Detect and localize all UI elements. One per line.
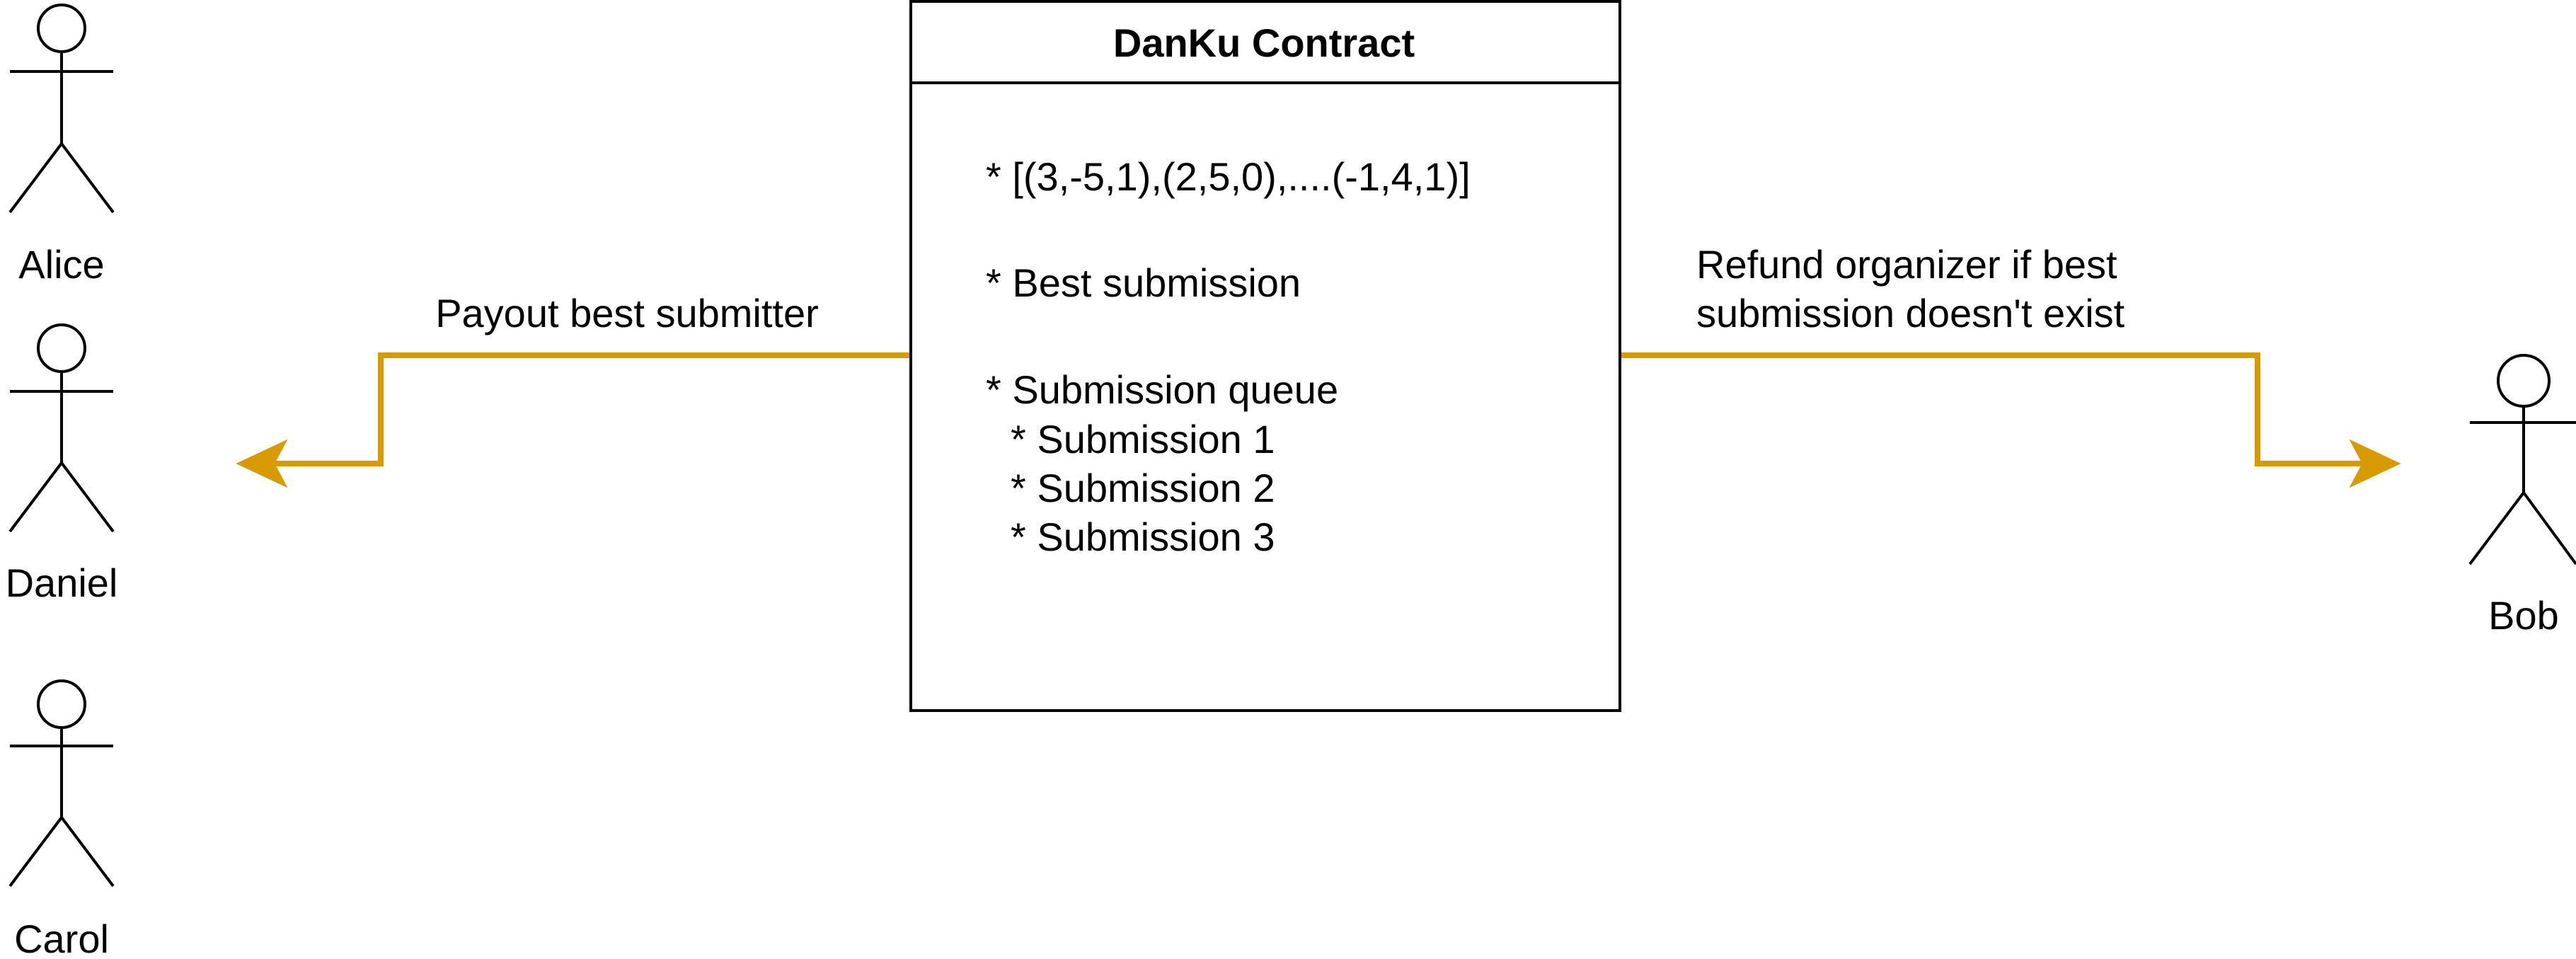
stick-figure-icon	[8, 4, 115, 214]
contract-field-values: * [(3,-5,1),(2,5,0),....(-1,4,1)]	[986, 154, 1471, 199]
contract-box-frame	[909, 0, 1621, 712]
arrow-left-icon	[236, 439, 288, 488]
actor-label-carol: Carol	[14, 917, 109, 959]
arrow-right-icon	[2349, 439, 2401, 488]
actor-daniel: Daniel	[6, 323, 118, 605]
actor-alice: Alice	[8, 4, 115, 287]
contract-field-best-submission: * Best submission	[986, 260, 1301, 305]
contract-queue-item-3: * Submission 3	[1011, 515, 1275, 559]
stick-figure-icon	[2468, 354, 2576, 565]
actor-carol: Carol	[8, 679, 115, 959]
actor-label-alice: Alice	[18, 242, 104, 287]
contract-field-submission-queue: * Submission queue	[986, 367, 1338, 412]
refund-label: Refund organizer if best submission does…	[1696, 242, 2128, 335]
refund-line	[1620, 352, 2365, 466]
actor-label-daniel: Daniel	[6, 561, 118, 605]
refund-connector: Refund organizer if best submission does…	[1620, 242, 2401, 488]
contract-box: DanKu Contract * [(3,-5,1),(2,5,0),....(…	[909, 0, 1621, 712]
stick-figure-icon	[8, 679, 115, 888]
contract-queue-item-2: * Submission 2	[1011, 466, 1275, 510]
contract-title: DanKu Contract	[1113, 21, 1415, 65]
payout-line	[272, 352, 911, 466]
refund-label-line-2: submission doesn't exist	[1696, 291, 2125, 335]
stick-figure-icon	[8, 323, 115, 533]
actor-bob: Bob	[2468, 354, 2576, 638]
refund-label-line-1: Refund organizer if best	[1696, 242, 2117, 287]
contract-queue-item-1: * Submission 1	[1011, 417, 1275, 461]
payout-connector: Payout best submitter	[236, 291, 911, 488]
actor-label-bob: Bob	[2488, 593, 2559, 638]
payout-label: Payout best submitter	[435, 291, 819, 335]
